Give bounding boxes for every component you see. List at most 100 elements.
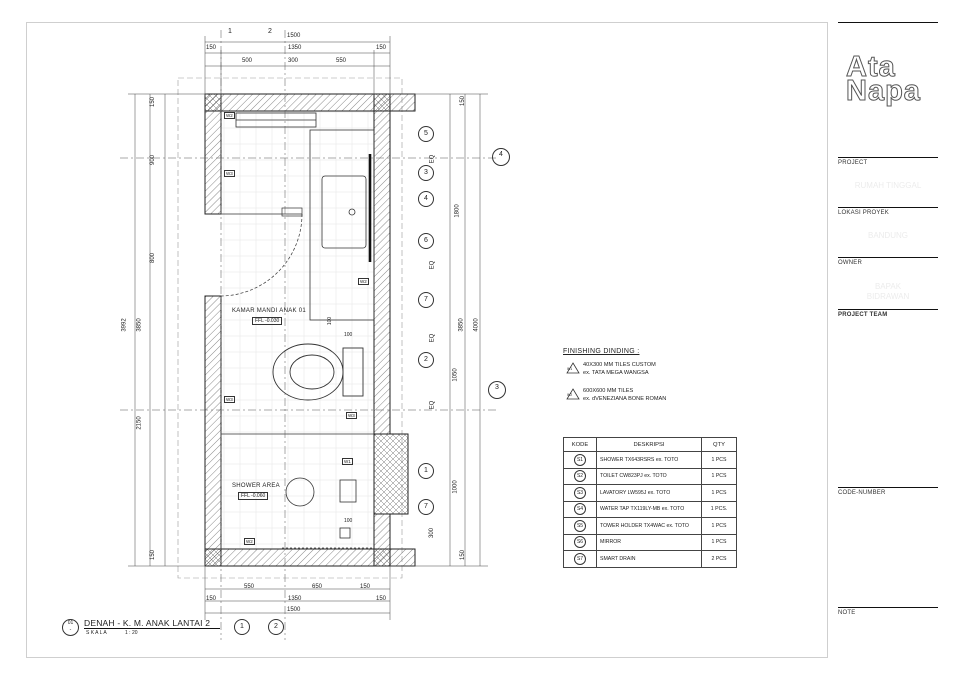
location-label: LOKASI PROYEK <box>838 210 889 216</box>
code-cell: S3 <box>563 484 597 502</box>
item-qty: 1 PCS <box>701 467 737 485</box>
dim-right-3850: 3850 <box>458 318 465 332</box>
project-rule <box>838 157 938 158</box>
table-row: S1 SHOWER TX643RSRS ex. TOTO 1 PCS <box>563 451 737 469</box>
table-header-row: KODE DESKRIPSI QTY <box>563 437 737 452</box>
owner-label: OWNER <box>838 260 862 266</box>
item-code: S5 <box>574 519 586 532</box>
dimension-lines <box>128 36 488 620</box>
item-description: SHOWER TX643RSRS ex. TOTO <box>596 451 702 469</box>
callout-7b: 7 <box>418 499 434 515</box>
drawing-frame <box>26 22 828 658</box>
dim-top-550: 550 <box>336 58 347 64</box>
code-cell: S6 <box>563 533 597 551</box>
dim-top-150a: 150 <box>206 45 217 51</box>
table-row: S5 TOWER HOLDER TX4WAC ex. TOTO 1 PCS <box>563 517 737 535</box>
item-code: S1 <box>574 453 586 466</box>
tile-tag-icon <box>566 388 580 400</box>
table-row: S6 MIRROR 1 PCS <box>563 533 737 551</box>
finishing-title: FINISHING DINDING : <box>563 348 640 355</box>
shower-name: SHOWER AREA <box>232 483 280 489</box>
item-description: LAVATORY LW595J ex. TOTO <box>596 484 702 502</box>
title-block-top-rule <box>838 22 938 23</box>
callout-6: 6 <box>418 233 434 249</box>
finishing-tag: W1 <box>567 367 573 371</box>
item-description: TOWER HOLDER TX4WAC ex. TOTO <box>596 517 702 535</box>
drawing-title-rule <box>84 628 220 629</box>
dim-bottom-total: 1500 <box>287 607 301 613</box>
slab-outline <box>177 77 403 579</box>
dim-top-total: 1500 <box>287 33 301 39</box>
location-value: BANDUNG <box>867 231 908 240</box>
dim-right-eq4: EQ <box>429 400 436 410</box>
table-row: S3 LAVATORY LW595J ex. TOTO 1 PCS <box>563 484 737 502</box>
table-row: S2 TOILET CW823PJ ex. TOTO 1 PCS <box>563 467 737 485</box>
dim-top-150b: 150 <box>376 45 387 51</box>
item-code: S7 <box>574 552 586 565</box>
item-qty: 1 PCS <box>701 533 737 551</box>
dim-right-eq3: EQ <box>429 333 436 343</box>
item-qty: 1 PCS. <box>701 500 737 518</box>
dim-left-150b: 150 <box>150 549 157 561</box>
item-description: TOILET CW823PJ ex. TOTO <box>596 467 702 485</box>
title-block: Ata Napa PROJECT RUMAH TINGGAL LOKASI PR… <box>828 0 960 678</box>
dim-top-500: 500 <box>242 58 253 64</box>
callout-4: 4 <box>418 191 434 207</box>
grid-bubble-bottom-2: 2 <box>268 619 284 635</box>
drawing-title-text: DENAH - K. M. ANAK LANTAI 2 <box>84 618 211 628</box>
item-description: WATER TAP TX119LY-MB ex. TOTO <box>596 500 702 518</box>
code-cell: S2 <box>563 467 597 485</box>
code-cell: S1 <box>563 451 597 469</box>
tile-tag-icon <box>566 362 580 374</box>
item-code: S3 <box>574 486 586 499</box>
dim-bottom-150a: 150 <box>206 596 217 602</box>
door <box>220 207 303 297</box>
room-level: FFL -0.030 <box>252 317 283 325</box>
owner-value-2: BIDRAWAN <box>866 292 910 301</box>
floor-tiles <box>220 110 374 550</box>
project-value: RUMAH TINGGAL <box>854 181 922 190</box>
grid-bubble-bottom-1: 1 <box>234 619 250 635</box>
dim-top-1350: 1350 <box>288 45 302 51</box>
drawing-number-sub: - <box>69 627 72 633</box>
code-rule <box>838 487 938 488</box>
dim-small-2: 100 <box>344 332 353 338</box>
note-rule <box>838 607 938 608</box>
scale-label: S K A L A <box>86 630 107 636</box>
dim-right-300: 300 <box>429 527 436 539</box>
shower-level: FFL -0.060 <box>238 492 269 500</box>
tile-tag-2: W3 <box>224 170 235 177</box>
project-label: PROJECT <box>838 160 868 166</box>
callout-1: 1 <box>418 463 434 479</box>
table-row: S4 WATER TAP TX119LY-MB ex. TOTO 1 PCS. <box>563 500 737 518</box>
finishing-line2: ex. dVENEZIANA BONE ROMAN <box>583 396 667 402</box>
dim-right-150: 150 <box>460 95 467 107</box>
finishing-item: W2 600X600 MM TILES ex. dVENEZIANA BONE … <box>563 387 743 407</box>
grid-bubble-right-3: 3 <box>488 381 506 399</box>
dim-right-1050: 1050 <box>452 368 459 382</box>
dim-right-1000: 1000 <box>452 480 459 494</box>
dim-left-3850: 3850 <box>136 318 143 332</box>
shower-fixtures <box>282 477 372 549</box>
location-rule <box>838 207 938 208</box>
item-code: S4 <box>574 503 586 516</box>
dim-bottom-150: 150 <box>360 584 371 590</box>
firm-logo: Ata Napa <box>846 52 921 106</box>
grid-bubble-top-1: 1 <box>228 28 232 35</box>
item-code: S2 <box>574 470 586 483</box>
tile-tag-3: W3 <box>224 396 235 403</box>
dim-bottom-550: 550 <box>244 584 255 590</box>
dim-right-eq1: EQ <box>429 154 436 164</box>
dim-bottom-1350: 1350 <box>288 596 302 602</box>
towel-holder <box>235 112 317 128</box>
dim-left-2150: 2150 <box>136 416 143 430</box>
grid-axes <box>120 30 498 640</box>
code-label: CODE-NUMBER <box>838 490 886 496</box>
code-cell: S5 <box>563 517 597 535</box>
scale-value: 1 : 20 <box>125 630 138 636</box>
item-qty: 2 PCS <box>701 550 737 568</box>
grid-bubble-top-2: 2 <box>268 28 272 35</box>
item-code: S6 <box>574 536 586 549</box>
drawing-number-bubble: 01 - <box>62 619 79 636</box>
